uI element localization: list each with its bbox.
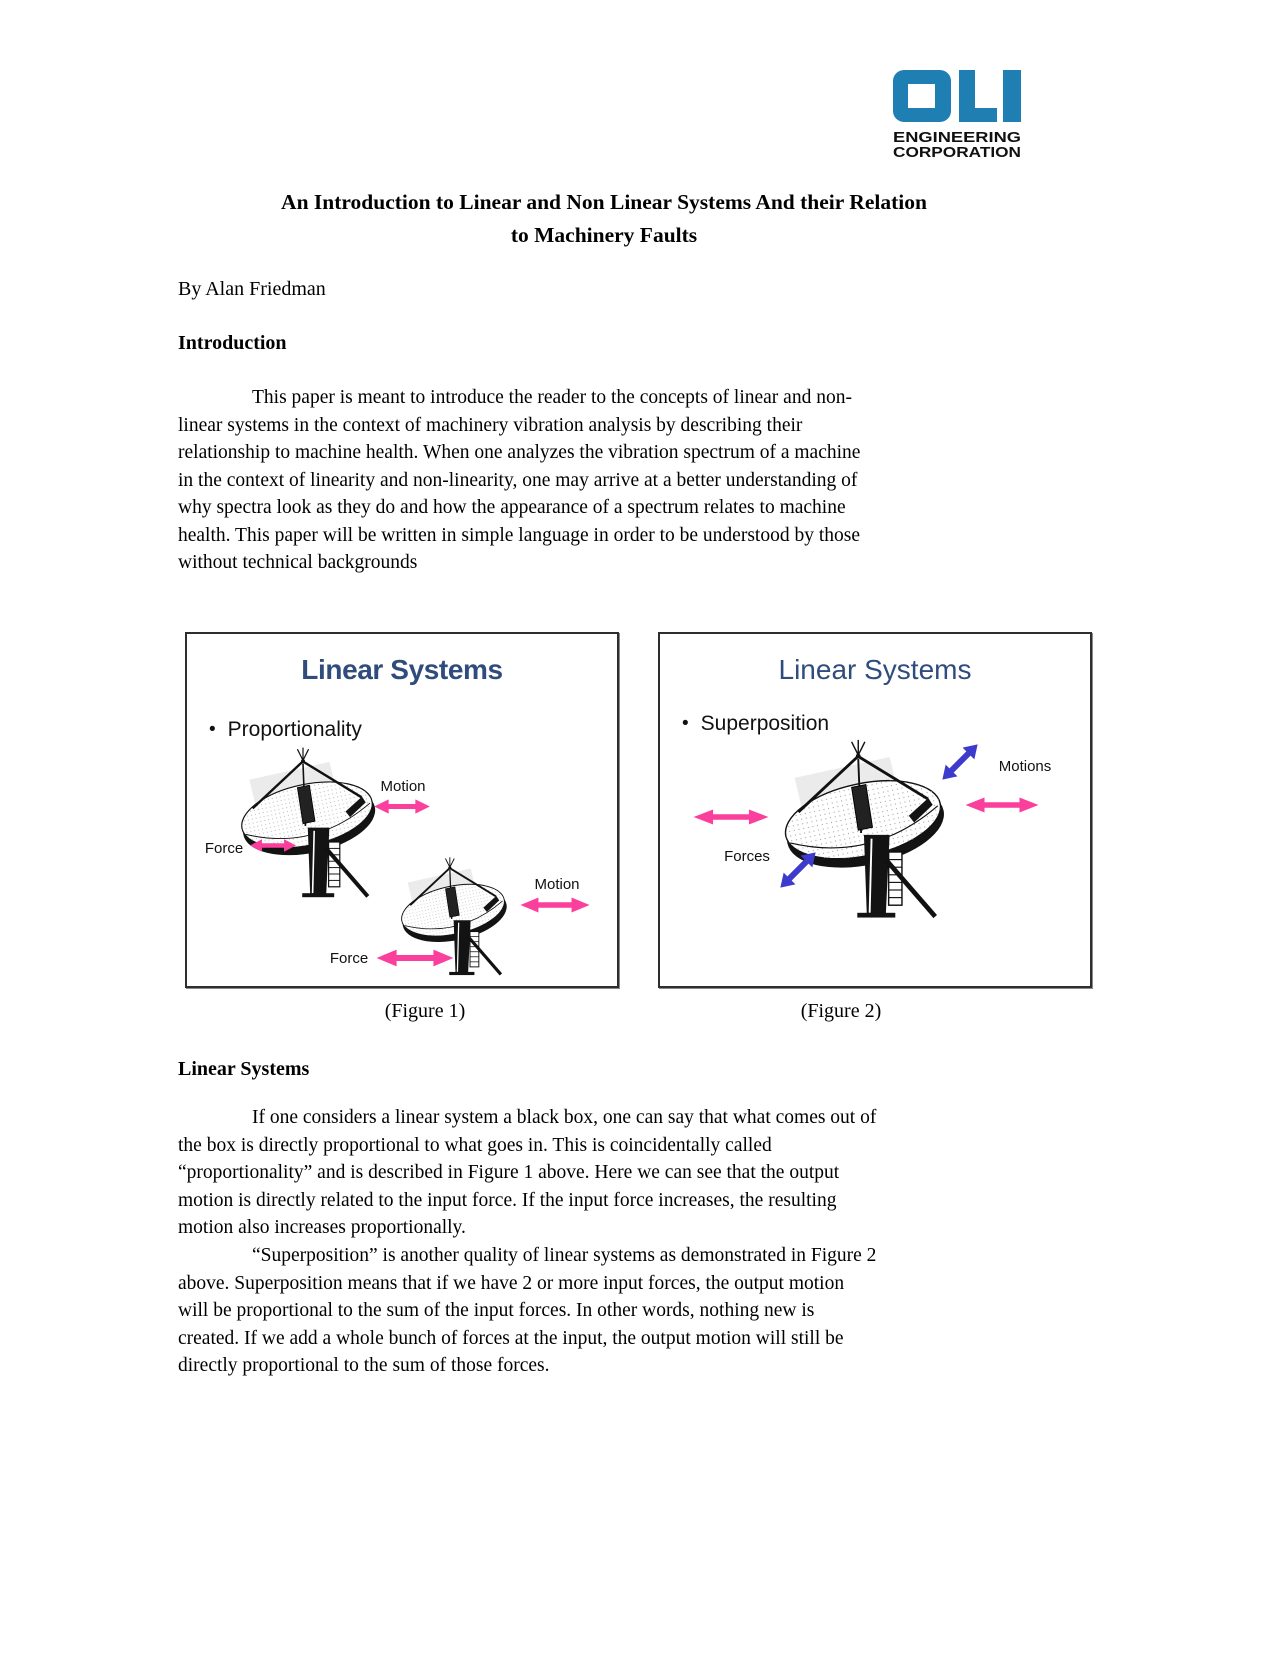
figure-2-bullet-label: Superposition [700,712,830,735]
logo-corporation-text: CORPORATION [893,145,1021,161]
figure-2-bullet: • Superposition [682,712,829,736]
forces-arrow-pink-icon [692,808,770,826]
bullet-icon: • [682,713,689,734]
figure-1-bullet-label: Proportionality [227,718,362,741]
linear-systems-heading: Linear Systems [178,1058,310,1080]
force-label-1: Force [204,840,244,857]
satellite-dish-large [227,746,387,906]
motion-arrow-icon-2 [519,896,591,914]
dli-logo: ENGINEERING CORPORATION [893,70,1038,165]
force-label-2: Force [329,950,369,967]
force-arrow-icon-1 [249,838,297,853]
motions-label: Motions [998,758,1052,775]
forces-label: Forces [724,848,770,865]
motion-label-1: Motion [380,778,426,795]
motion-label-2: Motion [534,876,580,893]
figure-1: Linear Systems • Proportionality Motion F… [185,632,619,988]
motion-arrow-icon-1 [373,798,431,815]
figure-1-caption: (Figure 1) [384,1000,466,1022]
dli-logo-graphic: ENGINEERING CORPORATION [893,70,1021,161]
figure-2-caption: (Figure 2) [800,1000,882,1022]
document-title: An Introduction to Linear and Non Linear… [281,190,927,247]
dli-d-counter [908,84,935,108]
motions-arrow-pink-icon [964,796,1040,814]
byline: By Alan Friedman [178,278,326,300]
figure-2: Linear Systems • Superposition Forces Mot… [658,632,1092,988]
figure-2-title: Linear Systems [778,654,972,685]
intro-paragraph: This paper is meant to introduce the rea… [178,387,861,573]
intro-heading: Introduction [178,332,287,354]
linear-paragraph-1: If one considers a linear system a black… [178,1107,877,1238]
figure-1-bullet: • Proportionality [209,718,362,742]
figure-1-title: Linear Systems [301,654,503,685]
bullet-icon: • [209,719,216,740]
linear-paragraph-2: “Superposition” is another quality of li… [178,1245,877,1376]
logo-engineering-text: ENGINEERING [893,130,1021,146]
force-arrow-icon-2 [375,948,455,968]
satellite-dish [768,738,958,928]
